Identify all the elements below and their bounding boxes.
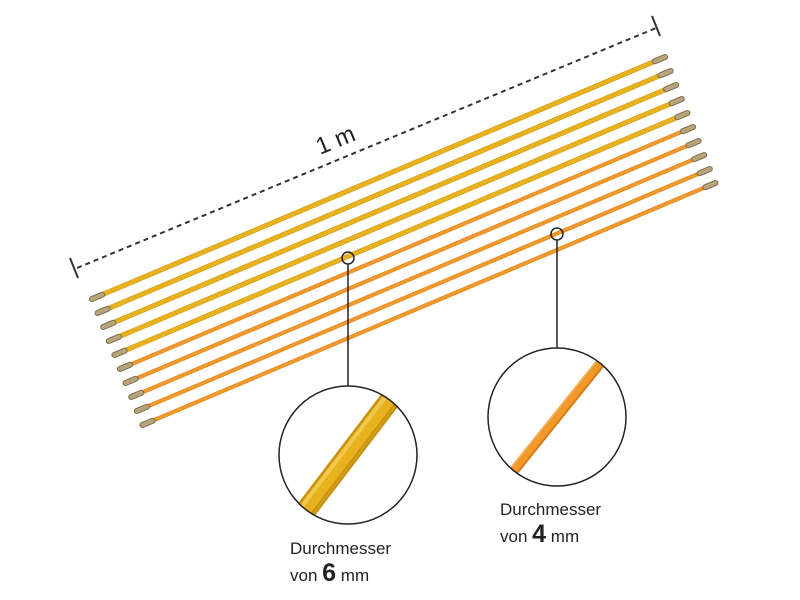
caption-4mm-prefix: von [500, 527, 528, 546]
rod [139, 180, 719, 428]
caption-6mm-prefix: von [290, 566, 318, 585]
magnifier-4mm-rod [496, 348, 619, 486]
caption-4mm-line2: von 4 mm [500, 522, 601, 549]
rod [122, 138, 702, 386]
rod [133, 166, 713, 414]
caption-6mm-number: 6 [322, 559, 337, 587]
magnifier-circle-4mm [487, 347, 627, 487]
rods-group [89, 54, 719, 428]
rod [89, 54, 668, 302]
caption-6mm-line1: Durchmesser [290, 539, 392, 558]
rod [105, 96, 685, 344]
caption-6mm: Durchmesser von 6 mm [290, 537, 391, 588]
rod [128, 152, 708, 400]
caption-4mm-unit: mm [550, 527, 580, 546]
rod [117, 124, 696, 372]
callout-4mm [487, 227, 627, 487]
caption-4mm: Durchmesser von 4 mm [500, 498, 601, 549]
caption-6mm-line2: von 6 mm [290, 561, 391, 588]
rod [100, 82, 680, 330]
rod [111, 110, 691, 358]
magnifier-circle-6mm [278, 385, 418, 525]
caption-4mm-number: 4 [532, 520, 547, 548]
caption-4mm-line1: Durchmesser [500, 500, 602, 519]
rod [94, 68, 674, 316]
caption-6mm-unit: mm [340, 566, 370, 585]
